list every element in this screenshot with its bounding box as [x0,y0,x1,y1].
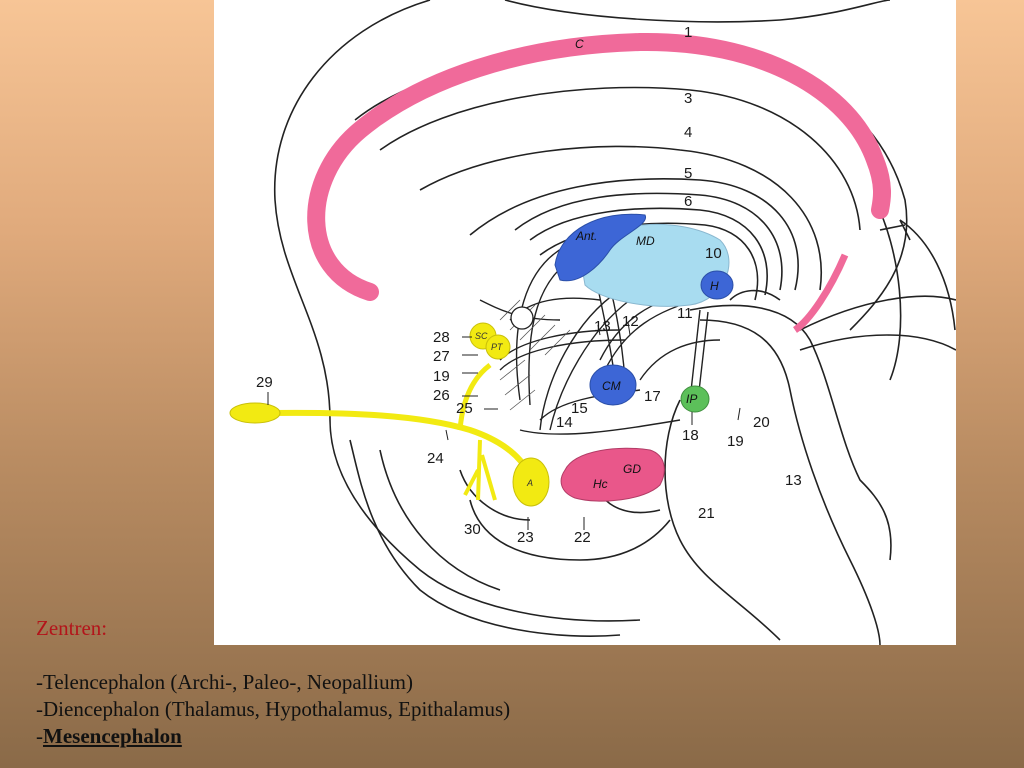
number-label: 20 [753,414,770,431]
label-ant: Ant. [575,229,597,243]
leader-lines [267,321,741,530]
number-label: 14 [556,414,573,431]
number-label: 13 [785,472,802,489]
number-label: 1 [684,24,692,41]
label-sc: SC [475,331,488,341]
habenula-region [700,270,734,300]
label-md: MD [636,234,655,248]
number-label: 12 [622,313,639,330]
label-c: C [575,37,584,51]
number-label: 29 [256,374,273,391]
olfactory-branch-1 [457,363,492,431]
label-a: A [526,478,533,488]
number-label: 28 [433,329,450,346]
number-label: 22 [574,529,591,546]
caption-line-telencephalon: -Telencephalon (Archi-, Paleo-, Neopalli… [36,670,413,694]
number-label: 3 [684,90,692,107]
centromedian-nucleus [589,364,637,406]
label-pt: PT [491,342,504,352]
olfactory-bulb [229,402,281,424]
number-label: 21 [698,505,715,522]
small-structure-oval [510,306,534,330]
caption-line-diencephalon: -Diencephalon (Thalamus, Hypothalamus, E… [36,697,511,721]
anterior-nucleus [554,213,646,282]
caption-mesencephalon: Mesencephalon [43,724,182,748]
number-label: 13 [594,318,611,335]
number-label: 19 [433,368,450,385]
brain-outlines [273,0,956,645]
olfactory-tract [267,409,533,478]
number-label: 6 [684,193,692,210]
number-label: 25 [456,400,473,417]
number-label: 19 [727,433,744,450]
label-gd: GD [623,462,641,476]
number-label: 26 [433,387,450,404]
number-label: 24 [427,450,444,467]
caption: Zentren: -Telencephalon (Archi-, Paleo-,… [36,615,510,750]
brain-diagram: C Ant. MD H CM IP SC PT A Hc GD 1 3 4 5 … [214,0,956,645]
amygdala [512,457,550,507]
number-label: 18 [682,427,699,444]
caption-line-mesencephalon: -Mesencephalon [36,723,510,750]
cingulum-band [307,32,891,301]
number-label: 30 [464,521,481,538]
fornix-band [792,253,849,333]
number-label: 23 [517,529,534,546]
interpeduncular-nucleus [680,385,710,413]
label-h: H [710,279,719,293]
caption-heading: Zentren: [36,616,108,640]
olfactory-branch-2 [463,439,497,501]
number-label: 4 [684,124,692,141]
number-label: 15 [571,400,588,417]
number-label: 5 [684,165,692,182]
caption-dash: - [36,724,43,748]
hippocampus [560,447,665,502]
label-hc: Hc [593,477,608,491]
number-label: 27 [433,348,450,365]
label-ip: IP [686,392,697,406]
pretectal-area-pt [485,334,511,360]
label-cm: CM [602,379,621,393]
number-label: 17 [644,388,661,405]
number-label: 10 [705,245,722,262]
number-label: 11 [677,305,693,322]
